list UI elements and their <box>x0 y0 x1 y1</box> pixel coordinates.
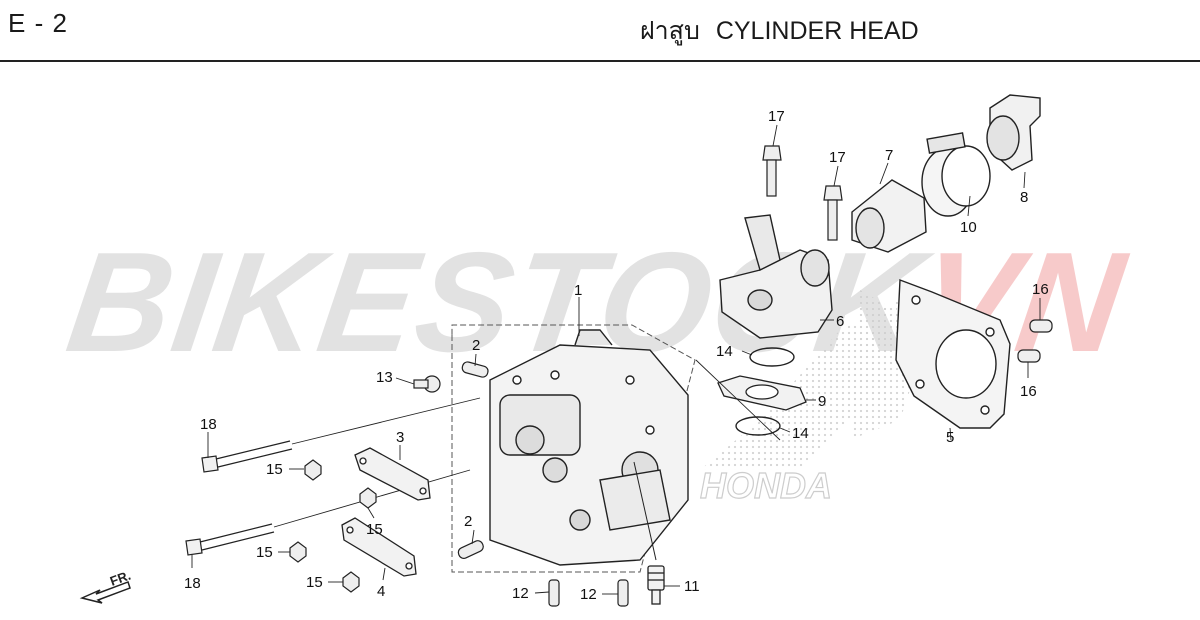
intake-joint-part <box>851 179 927 253</box>
title-thai: ฝาสูบ <box>640 16 700 45</box>
callout-9: 9 <box>818 393 826 410</box>
callout-6: 6 <box>836 313 844 330</box>
callout-12: 12 <box>580 586 597 603</box>
callout-15: 15 <box>366 521 383 538</box>
stud-bolts-part <box>548 579 629 607</box>
cylinder-gasket-part <box>895 279 1011 429</box>
callout-10: 10 <box>960 219 977 236</box>
callout-2: 2 <box>464 513 472 530</box>
callout-15: 15 <box>256 544 273 561</box>
callout-15: 15 <box>266 461 283 478</box>
callout-12: 12 <box>512 585 529 602</box>
front-marker-label: FR. <box>108 568 133 589</box>
callout-5: 5 <box>946 429 954 446</box>
throttle-connector-part <box>986 94 1041 171</box>
dowel-pins-part <box>457 361 489 559</box>
leader-lines <box>191 124 1041 595</box>
assembly-outline <box>451 324 696 573</box>
callout-14: 14 <box>716 343 733 360</box>
gasket-dowels-part <box>1017 319 1053 363</box>
callout-1: 1 <box>574 282 582 299</box>
honda-logo-text: HONDA <box>700 465 832 506</box>
callout-7: 7 <box>885 147 893 164</box>
callout-8: 8 <box>1020 189 1028 206</box>
bolt-13-part <box>413 375 441 393</box>
callout-4: 4 <box>377 583 385 600</box>
o-rings-part <box>735 347 795 436</box>
front-direction-arrow: FR. <box>79 568 133 604</box>
callout-11: 11 <box>684 578 700 595</box>
cylinder-head-part <box>489 329 689 566</box>
callout-16: 16 <box>1020 383 1037 400</box>
intake-manifold-part <box>719 214 833 339</box>
long-bolts-part <box>185 440 293 556</box>
callout-18: 18 <box>200 416 217 433</box>
page-code: E - 2 <box>8 8 68 38</box>
bolts-17-part <box>762 145 843 241</box>
header-divider <box>0 60 1200 62</box>
callout-15: 15 <box>306 574 323 591</box>
callout-13: 13 <box>376 369 393 386</box>
insulator-part <box>717 375 807 411</box>
spark-plug-part <box>647 565 665 605</box>
callout-16: 16 <box>1032 281 1049 298</box>
title-english: CYLINDER HEAD <box>715 17 919 45</box>
page-title: ฝาสูบ CYLINDER HEAD <box>640 11 919 51</box>
callout-17: 17 <box>829 149 846 166</box>
callout-14: 14 <box>792 425 809 442</box>
band-clamp-part <box>921 132 991 217</box>
callout-18: 18 <box>184 575 201 592</box>
nuts-part <box>289 459 377 593</box>
callout-3: 3 <box>396 429 404 446</box>
callout-17: 17 <box>768 108 785 125</box>
callout-2: 2 <box>472 337 480 354</box>
plates-part <box>341 447 431 577</box>
